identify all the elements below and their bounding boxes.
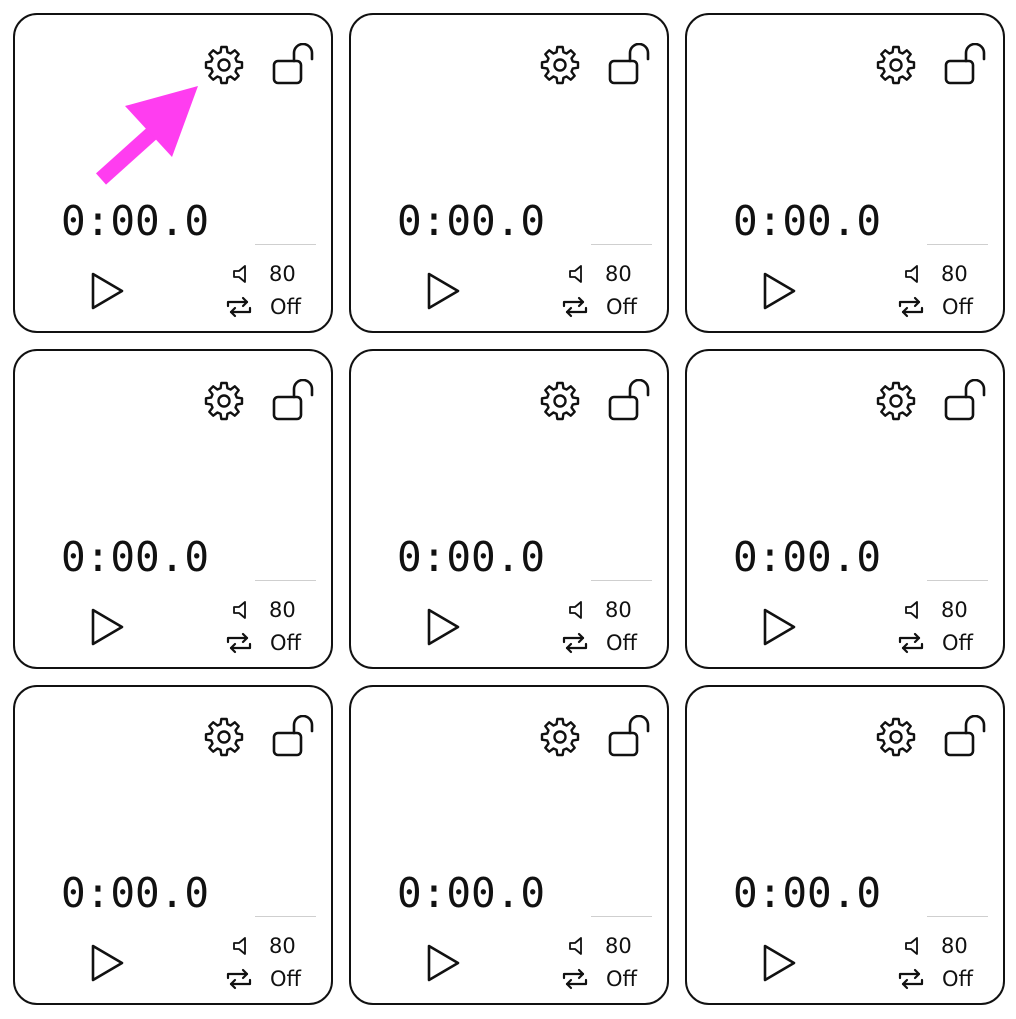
loop-value[interactable]: Off — [606, 631, 637, 655]
loop-value[interactable]: Off — [270, 631, 301, 655]
divider — [927, 580, 988, 581]
divider — [927, 916, 988, 917]
loop-value[interactable]: Off — [270, 967, 301, 991]
elapsed-time: 0:00.0 — [733, 533, 882, 581]
volume-value[interactable]: 80 — [941, 262, 968, 286]
unlocked-padlock-icon[interactable] — [943, 43, 991, 89]
sound-tile-grid: 0:00.0 80 Off 0:00.0 — [13, 13, 1007, 1008]
speaker-icon[interactable] — [567, 935, 587, 957]
elapsed-time: 0:00.0 — [733, 869, 882, 917]
elapsed-time: 0:00.0 — [397, 869, 546, 917]
elapsed-time: 0:00.0 — [61, 869, 210, 917]
loop-value[interactable]: Off — [606, 967, 637, 991]
gear-icon[interactable] — [873, 379, 919, 425]
volume-value[interactable]: 80 — [605, 262, 632, 286]
speaker-icon[interactable] — [567, 599, 587, 621]
play-icon[interactable] — [425, 943, 461, 983]
speaker-icon[interactable] — [567, 263, 587, 285]
volume-value[interactable]: 80 — [269, 598, 296, 622]
loop-value[interactable]: Off — [270, 295, 301, 319]
divider — [255, 580, 316, 581]
sound-tile[interactable]: 0:00.0 80 Off — [349, 13, 669, 333]
unlocked-padlock-icon[interactable] — [271, 715, 319, 761]
elapsed-time: 0:00.0 — [61, 533, 210, 581]
unlocked-padlock-icon[interactable] — [607, 715, 655, 761]
gear-icon[interactable] — [201, 715, 247, 761]
repeat-icon[interactable] — [225, 967, 253, 991]
gear-icon[interactable] — [873, 715, 919, 761]
gear-icon[interactable] — [537, 379, 583, 425]
play-icon[interactable] — [89, 943, 125, 983]
divider — [255, 916, 316, 917]
unlocked-padlock-icon[interactable] — [607, 43, 655, 89]
repeat-icon[interactable] — [225, 631, 253, 655]
sound-tile[interactable]: 0:00.0 80 Off — [13, 13, 333, 333]
speaker-icon[interactable] — [903, 935, 923, 957]
sound-tile[interactable]: 0:00.0 80 Off — [349, 685, 669, 1005]
sound-tile[interactable]: 0:00.0 80 Off — [13, 685, 333, 1005]
repeat-icon[interactable] — [225, 295, 253, 319]
unlocked-padlock-icon[interactable] — [943, 379, 991, 425]
divider — [591, 916, 652, 917]
unlocked-padlock-icon[interactable] — [271, 43, 319, 89]
sound-tile[interactable]: 0:00.0 80 Off — [13, 349, 333, 669]
play-icon[interactable] — [761, 943, 797, 983]
volume-value[interactable]: 80 — [941, 934, 968, 958]
repeat-icon[interactable] — [897, 631, 925, 655]
play-icon[interactable] — [761, 607, 797, 647]
divider — [591, 244, 652, 245]
gear-icon[interactable] — [873, 43, 919, 89]
divider — [255, 244, 316, 245]
repeat-icon[interactable] — [561, 295, 589, 319]
play-icon[interactable] — [761, 271, 797, 311]
gear-icon[interactable] — [537, 715, 583, 761]
divider — [927, 244, 988, 245]
speaker-icon[interactable] — [903, 263, 923, 285]
unlocked-padlock-icon[interactable] — [271, 379, 319, 425]
elapsed-time: 0:00.0 — [397, 197, 546, 245]
loop-value[interactable]: Off — [942, 967, 973, 991]
play-icon[interactable] — [89, 271, 125, 311]
volume-value[interactable]: 80 — [941, 598, 968, 622]
volume-value[interactable]: 80 — [605, 598, 632, 622]
repeat-icon[interactable] — [897, 967, 925, 991]
speaker-icon[interactable] — [231, 263, 251, 285]
unlocked-padlock-icon[interactable] — [943, 715, 991, 761]
sound-tile[interactable]: 0:00.0 80 Off — [685, 685, 1005, 1005]
speaker-icon[interactable] — [903, 599, 923, 621]
sound-tile[interactable]: 0:00.0 80 Off — [349, 349, 669, 669]
speaker-icon[interactable] — [231, 935, 251, 957]
gear-icon[interactable] — [201, 379, 247, 425]
elapsed-time: 0:00.0 — [397, 533, 546, 581]
repeat-icon[interactable] — [561, 631, 589, 655]
gear-icon[interactable] — [537, 43, 583, 89]
volume-value[interactable]: 80 — [269, 934, 296, 958]
volume-value[interactable]: 80 — [269, 262, 296, 286]
volume-value[interactable]: 80 — [605, 934, 632, 958]
repeat-icon[interactable] — [561, 967, 589, 991]
elapsed-time: 0:00.0 — [733, 197, 882, 245]
elapsed-time: 0:00.0 — [61, 197, 210, 245]
play-icon[interactable] — [89, 607, 125, 647]
speaker-icon[interactable] — [231, 599, 251, 621]
sound-tile[interactable]: 0:00.0 80 Off — [685, 13, 1005, 333]
sound-tile[interactable]: 0:00.0 80 Off — [685, 349, 1005, 669]
repeat-icon[interactable] — [897, 295, 925, 319]
play-icon[interactable] — [425, 607, 461, 647]
loop-value[interactable]: Off — [606, 295, 637, 319]
play-icon[interactable] — [425, 271, 461, 311]
gear-icon[interactable] — [201, 43, 247, 89]
unlocked-padlock-icon[interactable] — [607, 379, 655, 425]
divider — [591, 580, 652, 581]
loop-value[interactable]: Off — [942, 295, 973, 319]
loop-value[interactable]: Off — [942, 631, 973, 655]
